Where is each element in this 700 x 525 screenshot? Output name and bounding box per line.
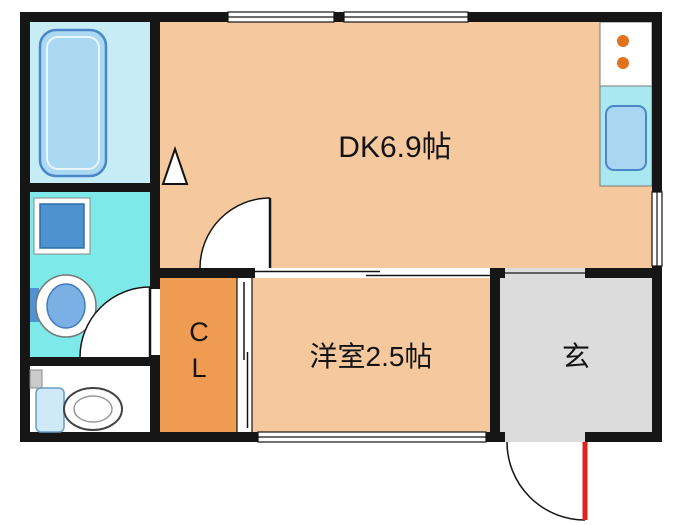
- wall-top: [20, 12, 662, 22]
- dk-door-swing-arc: [199, 197, 271, 269]
- kitchen-counter: [599, 21, 653, 187]
- toilet-paper-holder-icon: [29, 369, 43, 389]
- burner-icon-2: [617, 57, 629, 69]
- toilet-tank-icon: [35, 387, 65, 433]
- western-room-label: 洋室2.5帖: [310, 341, 433, 372]
- windows-openings: [150, 11, 663, 443]
- washing-machine-icon: [39, 203, 85, 249]
- wall-left: [20, 12, 30, 442]
- bath-door-icon: [161, 145, 189, 185]
- sliding-door-band: [255, 268, 490, 278]
- washroom-door-swing-arc: [79, 286, 151, 358]
- room-labels: DK6.9帖 洋室2.5帖 C L 玄: [189, 131, 590, 383]
- dk-door-swing-fill: [200, 198, 270, 268]
- wall-bathroom-washroom: [20, 183, 160, 192]
- dk-label: DK6.9帖: [338, 131, 451, 164]
- wall-western-entrance: [490, 268, 500, 442]
- bathtub-icon: [38, 28, 108, 178]
- entrance-doorway-bottom-gap: [505, 432, 585, 442]
- toilet-bowl-icon: [63, 387, 123, 431]
- washbasin-bowl-icon: [46, 283, 86, 329]
- stove-burners-icon: [617, 35, 629, 69]
- room-western-floor: [252, 278, 490, 432]
- room-entrance-floor: [500, 278, 652, 432]
- burner-icon-1: [617, 35, 629, 47]
- room-closet-floor: [160, 278, 237, 432]
- kitchen-sink-icon: [605, 105, 647, 171]
- closet-label-bottom: L: [191, 353, 206, 383]
- vanity-tap-icon: [30, 288, 39, 322]
- entrance-door-swing-arc: [506, 441, 586, 521]
- closet-label-top: C: [189, 317, 209, 347]
- washroom-door-swing-fill: [80, 287, 150, 357]
- wall-washroom-toilet: [20, 357, 160, 366]
- washroom-doorway-gap: [150, 289, 160, 355]
- door-swings: [79, 197, 588, 521]
- bathtub-inner-line: [46, 36, 100, 170]
- wall-left-column-divider: [150, 12, 160, 442]
- toilet-seat-line: [73, 395, 113, 423]
- stove-unit: [599, 21, 653, 87]
- entrance-label: 玄: [562, 341, 590, 372]
- entrance-door-swing-fill: [507, 442, 585, 520]
- fixtures: [29, 28, 189, 433]
